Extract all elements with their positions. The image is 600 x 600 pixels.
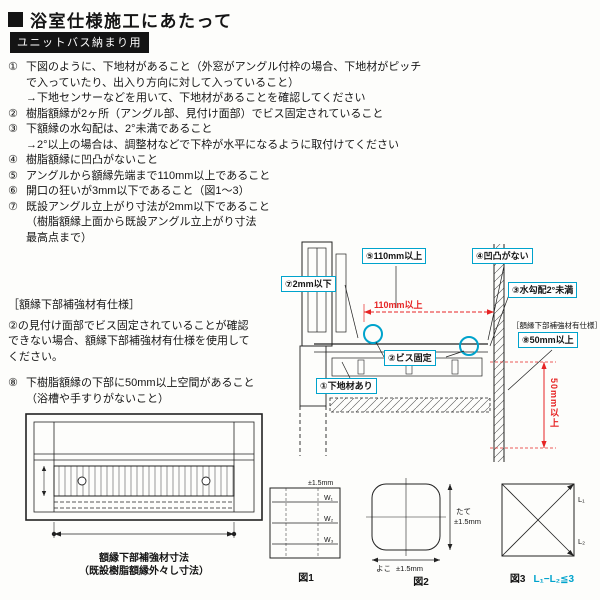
figure-1-label: 図1 — [298, 573, 314, 584]
figure-3-label: 図3 — [509, 574, 526, 585]
note-line: 樹脂額縁が2ヶ所（アングル部、見付け面部）でビス固定されていること — [26, 107, 384, 120]
note-line: 樹脂額縁に凹凸がないこと — [26, 154, 158, 166]
dim-50-label: 50mm以上 — [549, 378, 559, 429]
reinforce-spec-label: ［額縁下部補強材有仕様］ — [512, 321, 600, 330]
fig2-vertical-tol: ±1.5mm — [454, 517, 481, 526]
note-line: →2°以上の場合は、調整材などで下枠が水平になるように取付けてください — [26, 138, 399, 151]
screw-point-circle — [363, 324, 383, 344]
fig3-l2: L₂ — [578, 537, 585, 546]
note-line: 下額縁の水勾配は、2°未満であること — [26, 123, 213, 135]
fig1-tolerance: ±1.5mm — [308, 480, 333, 487]
figure-1-drawing: ±1.5mm W₁ W₂ W₃ — [269, 480, 341, 559]
fig2-horizontal-name: よこ — [376, 564, 391, 572]
figure-3: L₁ L₂ 図3 L₁−L₂≦3 — [486, 476, 598, 585]
note-line: 下図のように、下地材があること（外窓がアングル付枠の場合、下地材がピッチ — [26, 61, 422, 73]
note-item-7: ⑦ 既設アングル立上がり寸法が2mm以下であること （樹脂額縁上面から既設アング… — [8, 200, 596, 247]
bottom-left-caption: 額縁下部補強材寸法 （既設樹脂額縁外々し寸法） — [20, 552, 268, 578]
callout-2mm: ⑦2mm以下 — [281, 276, 336, 292]
note-number: ② — [8, 107, 18, 120]
fig2-horizontal-tol: ±1.5mm — [396, 564, 423, 572]
callout-backing: ①下地材あり — [316, 378, 377, 394]
screw-point-circle — [459, 336, 479, 356]
backing-material — [329, 397, 491, 413]
note-number: ⑥ — [8, 185, 18, 197]
note-number: ⑧ — [8, 377, 18, 389]
figure-2: たて ±1.5mm よこ ±1.5mm 図2 — [356, 476, 486, 588]
note-line: （浴槽や手すりがないこと） — [26, 392, 169, 405]
callout-110mm: ⑤110mm以上 — [362, 248, 427, 264]
note-line: で入っていたり、出入り方向に対して入っていること） — [26, 76, 300, 89]
note-line: 下樹脂額縁の下部に50mm以上空間があること — [26, 377, 255, 389]
figures-row: ±1.5mm W₁ W₂ W₃ 図1 たて ±1.5mm よこ — [256, 476, 600, 588]
note-item-6: ⑥ 開口の狂いが3mm以下であること（図1〜3） — [8, 184, 596, 200]
bottom-left-diagram: 額縁下部補強材寸法 （既設樹脂額縁外々し寸法） — [20, 410, 268, 578]
note-line: →下地センサーなどを用いて、下地材があることを確認してください — [26, 92, 366, 104]
callout-unevenness: ④凹凸がない — [472, 248, 533, 264]
note-item-3: ③ 下額縁の水勾配は、2°未満であること →2°以上の場合は、調整材などで下枠が… — [8, 122, 596, 153]
figure-2-drawing: たて ±1.5mm よこ ±1.5mm — [366, 478, 481, 572]
note-line: 既設アングル立上がり寸法が2mm以下であること — [26, 200, 270, 213]
callout-50mm: ⑧50mm以上 — [518, 332, 578, 348]
fig3-l1: L₁ — [578, 495, 585, 504]
figure-2-label: 図2 — [413, 577, 429, 588]
figure-1: ±1.5mm W₁ W₂ W₃ 図1 — [256, 476, 356, 584]
note-item-5: ⑤ アングルから額縁先端まで110mm以上であること — [8, 169, 596, 185]
note-item-2: ② 樹脂額縁が2ヶ所（アングル部、見付け面部）でビス固定されていること — [8, 107, 596, 123]
page-title: 浴室仕様施工にあたって — [30, 12, 233, 31]
note-item-1: ① 下図のように、下地材があること（外窓がアングル付枠の場合、下地材がピッチ で… — [8, 60, 596, 107]
caption-line: 額縁下部補強材寸法 — [99, 553, 189, 564]
note-number: ④ — [8, 154, 18, 166]
note-line: （樹脂額縁上面から既設アングル立上がり寸法 — [26, 216, 257, 228]
title-bullet — [8, 12, 23, 27]
frame-outer — [25, 413, 263, 521]
note-line: アングルから額縁先端まで110mm以上であること — [26, 169, 271, 182]
wall-hatch — [494, 244, 504, 462]
note-number: ⑤ — [8, 169, 18, 182]
main-diagram-drawing — [299, 241, 556, 462]
note-number: ⑦ — [8, 200, 18, 213]
main-diagram: ⑤110mm以上 ④凹凸がない ⑦2mm以下 ③水勾配2°未満 ⑧50mm以上 … — [256, 240, 600, 468]
reinforcement-body-line: できない場合、額縁下部補強材有仕様を使用して — [8, 335, 250, 347]
note-line: 開口の狂いが3mm以下であること（図1〜3） — [26, 185, 250, 197]
squareness-formula: L₁−L₂≦3 — [533, 574, 575, 585]
reinforcement-body-line: ②の見付け面部でビス固定されていることが確認 — [8, 319, 249, 332]
section-header: 浴室仕様施工にあたって — [8, 7, 233, 32]
dim-110-label: 110mm以上 — [374, 300, 423, 310]
note-number: ① — [8, 61, 18, 73]
usage-badge: ユニットバス納まり用 — [10, 32, 149, 53]
fig1-w1: W₁ — [324, 495, 334, 502]
reinforcement-section: ［額縁下部補強材有仕様］ ②の見付け面部でビス固定されていることが確認 できない… — [8, 298, 264, 407]
reinforcement-heading: ［額縁下部補強材有仕様］ — [8, 299, 140, 311]
callout-screw-fix: ②ビス固定 — [384, 350, 436, 366]
bottom-left-drawing — [25, 413, 263, 538]
callout-water-gradient: ③水勾配2°未満 — [508, 282, 578, 298]
figure-3-drawing: L₁ L₂ — [501, 483, 585, 557]
fig2-vertical-name: たて — [456, 507, 471, 516]
note-item-8: ⑧ 下樹脂額縁の下部に50mm以上空間があること （浴槽や手すりがないこと） — [8, 376, 264, 407]
reinforcement-body-line: ください。 — [8, 350, 63, 363]
fig1-w2: W₂ — [324, 516, 334, 523]
caption-line: （既設樹脂額縁外々し寸法） — [79, 566, 209, 577]
note-line: 最高点まで） — [26, 231, 92, 244]
note-item-4: ④ 樹脂額縁に凹凸がないこと — [8, 153, 596, 169]
notes-list: ① 下図のように、下地材があること（外窓がアングル付枠の場合、下地材がピッチ で… — [8, 60, 596, 246]
note-number: ③ — [8, 123, 18, 135]
fig1-w3: W₃ — [324, 537, 334, 544]
